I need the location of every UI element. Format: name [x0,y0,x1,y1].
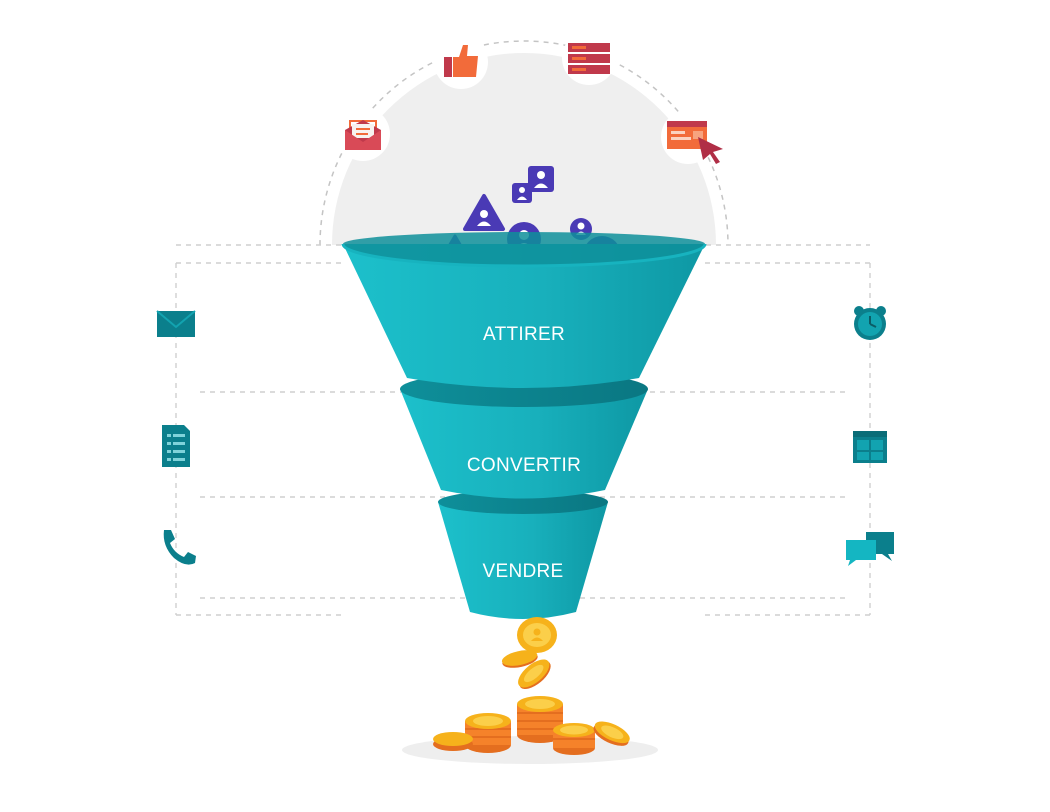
email-envelope-icon [336,107,390,161]
gold-coin-icon [517,617,557,653]
stage-label-vendre: VENDRE [483,561,564,582]
checklist-document-icon [162,425,190,467]
background-dome [332,53,716,245]
stage-label-convertir: CONVERTIR [467,455,581,476]
funnel-stage-vendre: VENDRE [438,490,608,619]
mail-icon [156,310,196,337]
gold-coin-icon [433,732,473,751]
coin-stack-center [517,696,563,743]
gold-coin-icon [518,659,551,690]
gold-coin-icon [501,650,538,668]
thumbs-up-icon [434,35,488,89]
user-avatar-icon [463,194,505,231]
funnel-stage-attirer: ATTIRER [341,232,707,388]
coin-output [402,617,658,764]
alarm-clock-icon [854,306,886,340]
coin-stack-left [465,713,511,753]
funnel: VENDRE CONVERTIR ATTIRER [341,232,707,619]
coin-stack-right [553,723,595,755]
calendar-app-icon [853,431,887,463]
phone-icon [163,530,196,565]
funnel-stage-convertir: CONVERTIR [400,371,648,499]
gold-coin-icon [593,721,630,746]
stage-label-attirer: ATTIRER [483,324,565,345]
web-page-click-icon [661,110,723,164]
user-avatar-icon [512,183,532,203]
user-avatar-icon [528,166,554,192]
review-form-icon [562,31,616,85]
chat-bubbles-icon [846,532,894,566]
